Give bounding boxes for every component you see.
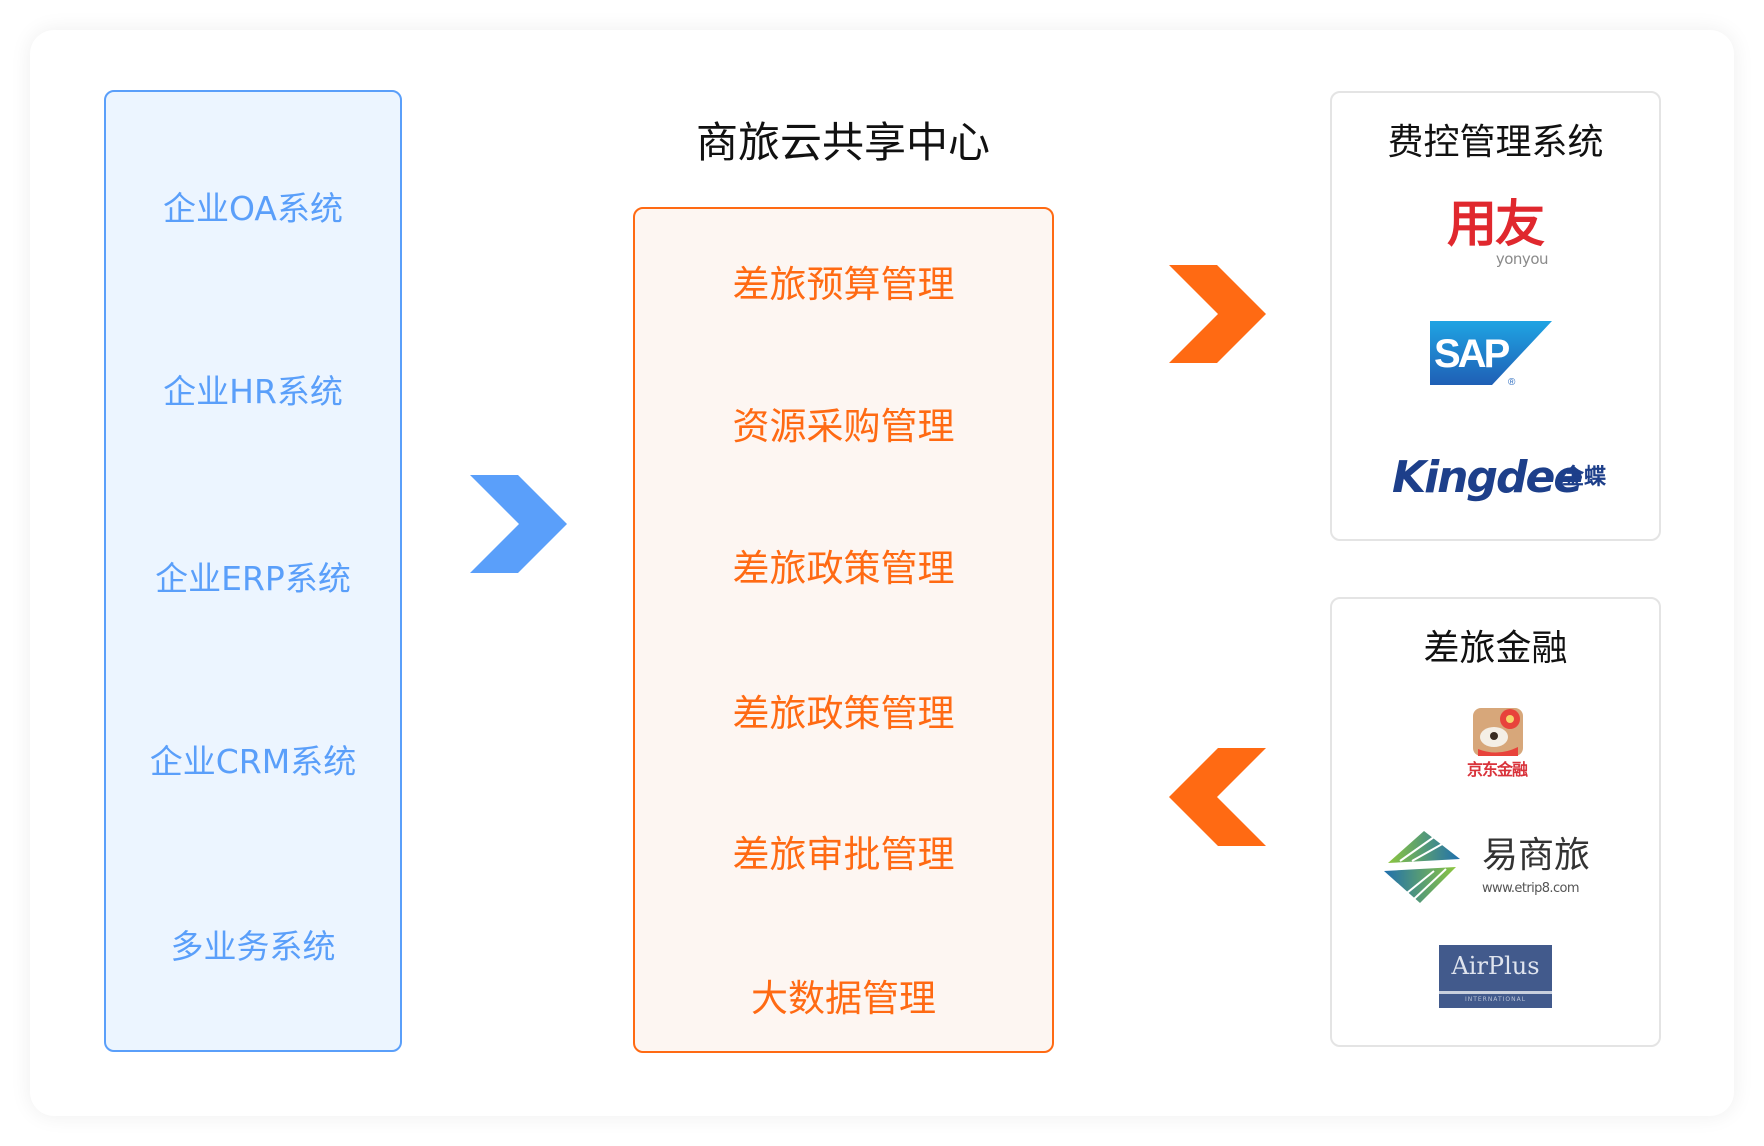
- airplus-logo-name: AirPlus: [1451, 952, 1540, 980]
- kingdee-logo-en: Kingdee: [1392, 452, 1583, 503]
- etrip-logo-cn: 易商旅: [1482, 835, 1591, 876]
- shared-center-panel: 差旅预算管理 资源采购管理 差旅政策管理 差旅政策管理 差旅审批管理 大数据管理: [633, 207, 1054, 1053]
- center-item-procurement: 资源采购管理: [732, 405, 955, 448]
- travel-finance-card: 差旅金融 京东金融: [1330, 597, 1661, 1047]
- arrow-right-blue-icon: [470, 475, 567, 573]
- yonyou-logo-cn: 用友: [1447, 195, 1545, 253]
- center-item-approval: 差旅审批管理: [732, 833, 955, 876]
- etrip-logo-url: www.etrip8.com: [1482, 881, 1580, 896]
- system-item-crm: 企业CRM系统: [149, 742, 357, 781]
- expense-control-title: 费控管理系统: [1387, 122, 1604, 163]
- center-title: 商旅云共享中心: [695, 118, 990, 167]
- system-item-oa: 企业OA系统: [163, 189, 343, 228]
- center-item-policy-2: 差旅政策管理: [732, 692, 955, 735]
- arrow-right-orange-icon: [1169, 265, 1266, 363]
- system-item-multi: 多业务系统: [170, 927, 336, 966]
- jd-finance-icon: [1473, 708, 1523, 756]
- kingdee-logo-cn: 金蝶: [1562, 465, 1607, 490]
- jd-finance-text: 京东金融: [1466, 760, 1528, 779]
- arrow-left-orange-icon: [1169, 748, 1266, 846]
- airplus-logo-rule: [1439, 991, 1552, 994]
- sap-logo-text: SAP: [1434, 332, 1510, 376]
- yonyou-logo-en: yonyou: [1495, 250, 1549, 268]
- center-item-policy: 差旅政策管理: [732, 547, 955, 590]
- center-item-budget: 差旅预算管理: [732, 263, 955, 306]
- travel-finance-title: 差旅金融: [1423, 628, 1568, 669]
- etrip-icon: [1384, 831, 1460, 903]
- center-item-big-data: 大数据管理: [751, 977, 936, 1020]
- sap-logo-mark: ®: [1508, 377, 1516, 387]
- sap-logo: SAP ®: [1430, 321, 1552, 387]
- system-item-hr: 企业HR系统: [163, 372, 343, 411]
- airplus-logo-sub: INTERNATIONAL: [1464, 996, 1527, 1003]
- system-item-erp: 企业ERP系统: [155, 559, 351, 598]
- expense-control-card: 费控管理系统 用友 yonyou SAP ® Kingdee 金蝶: [1330, 91, 1661, 541]
- airplus-logo: AirPlus INTERNATIONAL: [1439, 945, 1552, 1008]
- enterprise-systems-panel: 企业OA系统 企业HR系统 企业ERP系统 企业CRM系统 多业务系统: [104, 90, 402, 1052]
